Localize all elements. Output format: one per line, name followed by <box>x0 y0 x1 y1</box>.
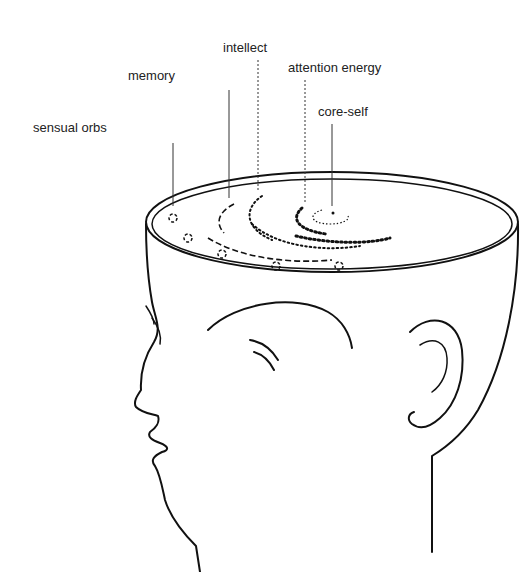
core-self-mark <box>313 210 348 224</box>
eye-stroke <box>254 352 274 370</box>
back-of-head <box>432 224 518 552</box>
part-label: intellect <box>223 40 267 56</box>
core-self-dot <box>332 212 335 215</box>
cheek-line <box>208 302 352 348</box>
memory-arcs <box>208 204 332 261</box>
intellect-arcs <box>250 196 360 248</box>
brow-stroke <box>146 306 154 324</box>
part-label: sensual orbs <box>33 120 107 136</box>
part-label: core-self <box>318 104 368 120</box>
face-profile <box>135 224 200 572</box>
ear-inner <box>420 341 447 392</box>
leader-lines <box>173 60 332 206</box>
attention-energy-arcs <box>296 208 390 242</box>
part-label: memory <box>128 68 175 84</box>
part-label: attention energy <box>288 60 381 76</box>
ear <box>409 320 463 427</box>
